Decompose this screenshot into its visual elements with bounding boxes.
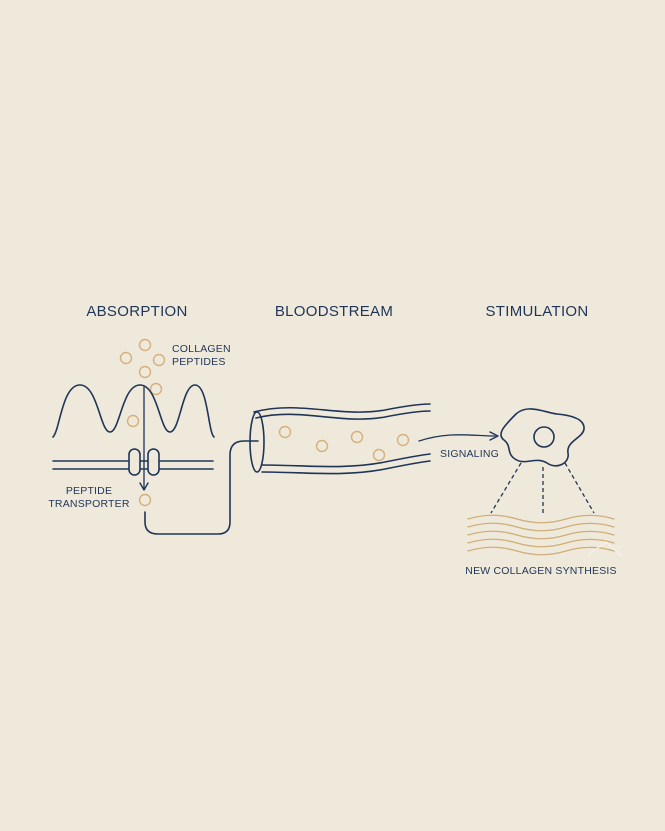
absorption-to-vessel-connector [144,440,259,535]
peptide-dot [138,365,152,379]
collagen-fiber [467,546,615,556]
blood-vessel [249,403,431,475]
label-collagen-peptides-line2: PEPTIDES [172,356,226,368]
intestinal-villi [52,384,215,438]
vessel-opening [249,411,265,473]
signal-dashed-line-right [564,462,595,514]
peptide-dot [119,351,133,365]
transporter-channel-left [128,448,141,476]
stage-title-absorption: ABSORPTION [86,303,187,320]
peptide-dot [278,425,292,439]
vessel-inner-top [255,410,431,420]
label-peptide-transporter-line2: TRANSPORTER [48,498,130,510]
signaling-arrowhead [489,431,499,441]
vessel-outer-top [253,403,431,413]
absorbed-peptide-dot [138,493,152,507]
fibroblast-cell [500,408,585,467]
label-peptide-transporter-line1: PEPTIDE [66,485,112,497]
label-signaling: SIGNALING [440,448,499,460]
peptide-dot [396,433,410,447]
stage-title-bloodstream: BLOODSTREAM [275,303,393,320]
peptide-dot [152,353,166,367]
peptide-dot [149,382,163,396]
absorption-arrowhead [139,482,149,491]
collagen-fiber [467,514,615,524]
collagen-fiber [467,522,615,532]
peptide-dot [315,439,329,453]
label-new-collagen-synthesis: NEW COLLAGEN SYNTHESIS [465,565,616,577]
peptide-dot [372,448,386,462]
label-collagen-peptides-line1: COLLAGEN [172,343,231,355]
vessel-outer-bottom [261,460,431,475]
bloodstream-peptides [278,425,410,462]
fiber-highlight [587,541,623,557]
signaling-arrow-shaft [418,434,496,442]
new-collagen-fibers [467,514,615,556]
transporter-channel-right [147,448,160,476]
cell-nucleus [533,426,555,448]
collagen-peptide-cluster [119,338,166,428]
signal-dashed-line-left [490,462,522,514]
collagen-fiber [467,530,615,540]
stage-title-stimulation: STIMULATION [485,303,588,320]
peptide-dot [350,430,364,444]
vessel-inner-bottom [261,453,431,468]
collagen-fiber [467,538,615,548]
peptide-dot [138,338,152,352]
peptide-dot [126,414,140,428]
